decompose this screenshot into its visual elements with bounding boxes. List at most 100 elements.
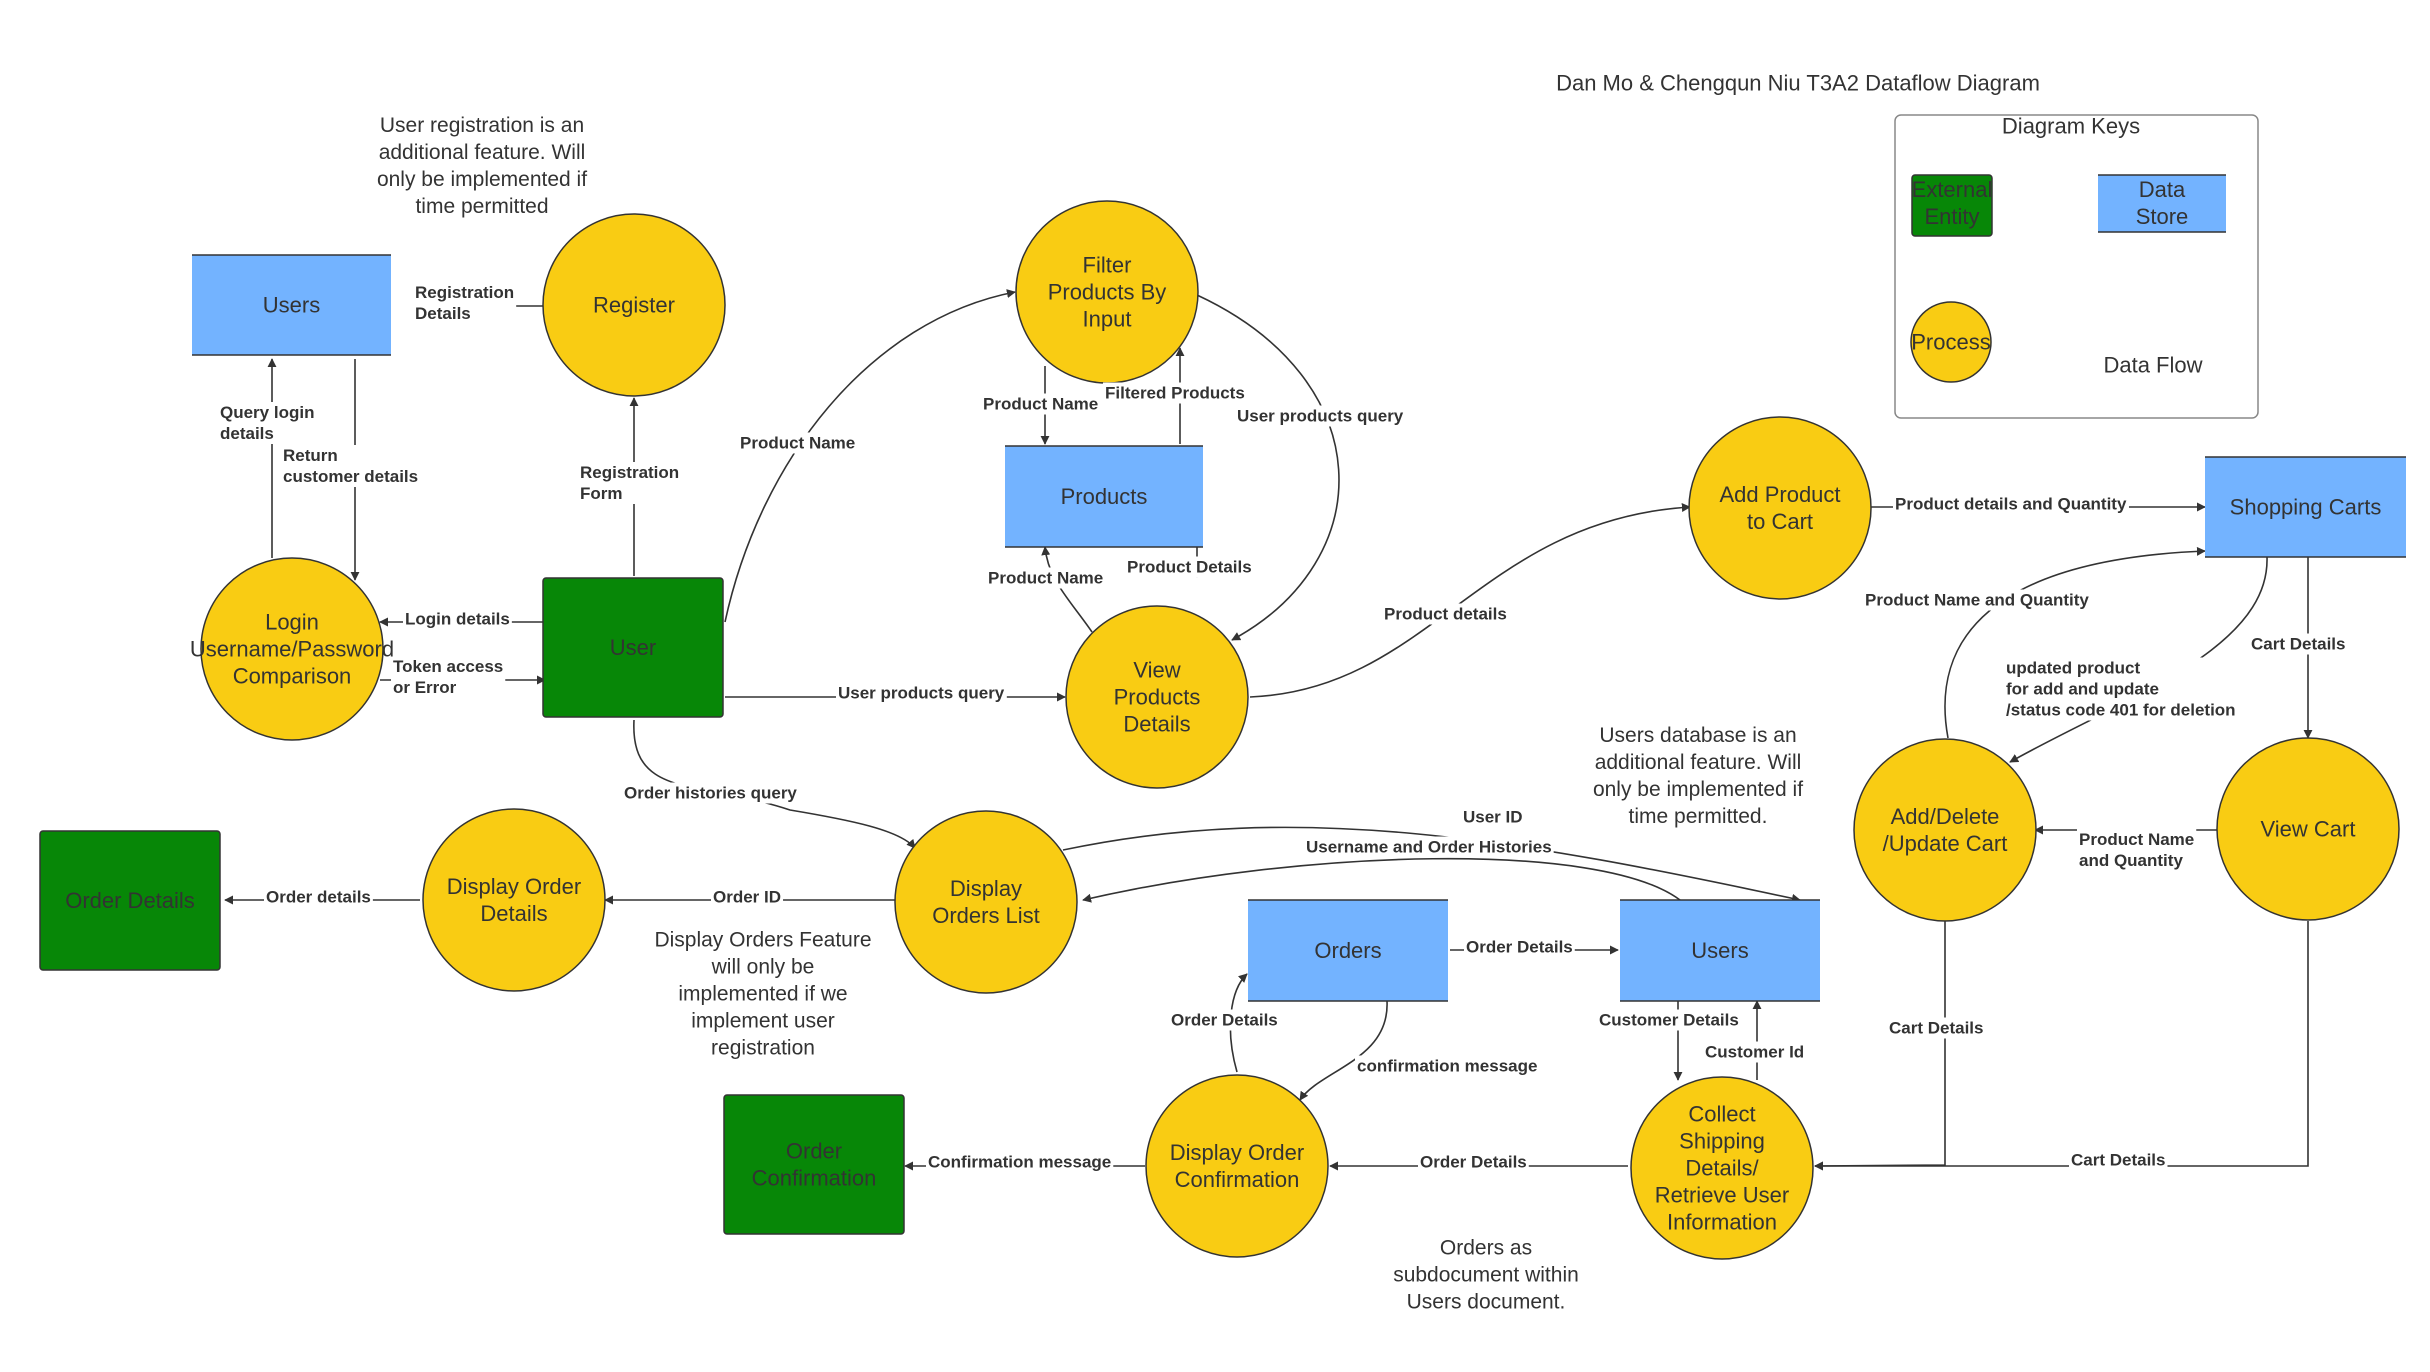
cart-details-bottom-label-group: Cart Details xyxy=(2069,1149,2168,1171)
diagram-title: Dan Mo & Chengqun Niu T3A2 Dataflow Diag… xyxy=(1556,71,2040,96)
legend-flow-label: Data Flow xyxy=(2103,353,2202,378)
product-name-view-label: Product Name xyxy=(988,569,1103,588)
user-products-query-label: User products query xyxy=(838,684,1005,703)
order-details-out-label-group: Order details xyxy=(264,886,373,908)
users-store-top[interactable] xyxy=(192,255,391,355)
view-cart-process-label: View Cart xyxy=(2261,817,2356,842)
product-name-user-label-group: Product Name xyxy=(738,432,858,454)
order-details-up-label: Order Details xyxy=(1171,1011,1278,1030)
legend-heading: Diagram Keys xyxy=(2002,114,2140,139)
product-name-filter-label-bg xyxy=(981,393,1101,415)
user-id-label-bg xyxy=(1461,806,1525,828)
users-store-bottom-label: Users xyxy=(1691,938,1748,963)
order-histories-query-label-group: Order histories query xyxy=(622,782,800,804)
confirmation-msg-store-label-group: confirmation message xyxy=(1355,1055,1540,1077)
product-name-filter-label-group: Product Name xyxy=(981,393,1101,415)
user-to-orders-list-flow xyxy=(633,719,916,849)
confirmation-msg-store-label-bg xyxy=(1355,1055,1540,1077)
customer-details-label-bg xyxy=(1597,1009,1741,1031)
order-histories-query-label: Order histories query xyxy=(624,784,797,803)
add-delete-cart-process[interactable] xyxy=(1853,738,2037,922)
login-details-label-group: Login details xyxy=(403,608,512,630)
user-products-query-label-group: User products query xyxy=(836,682,1007,704)
registration-form-label-bg xyxy=(578,462,682,504)
addupdate-to-carts-flow xyxy=(1944,546,2206,739)
product-details-add-label-bg xyxy=(1382,603,1509,625)
confirmation-message-label-bg xyxy=(926,1151,1114,1173)
add-to-cart-process[interactable] xyxy=(1688,416,1872,600)
display-confirmation-process[interactable] xyxy=(1145,1074,1329,1258)
order-details-store-label-group: Order Details xyxy=(1464,936,1575,958)
username-histories-label: Username and Order Histories xyxy=(1306,838,1552,857)
view-to-add-flow xyxy=(1249,503,1691,698)
users-store-bottom[interactable] xyxy=(1620,900,1820,1001)
cart-details-down-label: Cart Details xyxy=(2251,635,2345,654)
order-id-label-bg xyxy=(711,886,784,908)
order-details-store-label-bg xyxy=(1464,936,1575,958)
customer-details-label-group: Customer Details xyxy=(1597,1009,1741,1031)
cart-details-bottom-label-bg xyxy=(2069,1149,2168,1171)
products-store[interactable] xyxy=(1005,446,1203,547)
username-histories-label-bg xyxy=(1304,836,1554,858)
legend-process-swatch xyxy=(1910,301,1992,383)
users-store-top-label: Users xyxy=(263,293,320,318)
order-details-entity-label: Order Details xyxy=(65,888,195,913)
product-name-filter-label: Product Name xyxy=(983,395,1098,414)
query-login-label-bg xyxy=(218,402,317,444)
user-to-filter-flow xyxy=(724,289,1016,623)
order-details-out-label-bg xyxy=(264,886,373,908)
display-orders-process[interactable] xyxy=(894,810,1078,994)
order-details-confirm-label-bg xyxy=(1418,1151,1529,1173)
view-cart-process[interactable] xyxy=(2216,737,2400,921)
order-details-up-label-group: Order Details xyxy=(1169,1009,1280,1031)
order-details-entity[interactable] xyxy=(39,830,221,971)
customer-details-label: Customer Details xyxy=(1599,1011,1739,1030)
cart-details-left-label-bg xyxy=(1887,1017,1986,1039)
orders-store[interactable] xyxy=(1248,900,1448,1001)
products-store-label: Products xyxy=(1061,484,1148,509)
view-to-products-flow xyxy=(1041,546,1093,633)
login-process[interactable] xyxy=(200,557,384,741)
cart-details-left-label: Cart Details xyxy=(1889,1019,1983,1038)
view-products-process[interactable] xyxy=(1065,605,1249,789)
filtered-products-label-bg xyxy=(1103,382,1247,404)
order-details-out-label: Order details xyxy=(266,888,371,907)
register-process[interactable] xyxy=(542,213,726,397)
viewcart-to-collect-flow xyxy=(1814,921,2309,1171)
confirmation-message-label-group: Confirmation message xyxy=(926,1151,1114,1173)
order-details-up-label-bg xyxy=(1169,1009,1280,1031)
confirmation-message-label: Confirmation message xyxy=(928,1153,1111,1172)
product-details-add-label: Product details xyxy=(1384,605,1507,624)
order-details-confirm-label-group: Order Details xyxy=(1418,1151,1529,1173)
display-order-details-process[interactable] xyxy=(422,808,606,992)
shopping-carts-store[interactable] xyxy=(2205,457,2406,557)
product-details-view-label: Product Details xyxy=(1127,558,1252,577)
collect-shipping-process[interactable] xyxy=(1630,1076,1814,1260)
user-entity-label: User xyxy=(610,635,656,660)
orders-list-to-users-flow xyxy=(1062,826,1801,903)
order-confirmation-entity[interactable] xyxy=(723,1094,905,1235)
user-entity[interactable] xyxy=(542,577,724,718)
cart-details-down-label-bg xyxy=(2249,633,2348,655)
customer-id-label: Customer Id xyxy=(1705,1043,1804,1062)
product-name-user-label: Product Name xyxy=(740,434,855,453)
order-details-confirm-label: Order Details xyxy=(1420,1153,1527,1172)
user-id-label-group: User ID xyxy=(1461,806,1525,828)
product-name-user-label-bg xyxy=(738,432,858,454)
